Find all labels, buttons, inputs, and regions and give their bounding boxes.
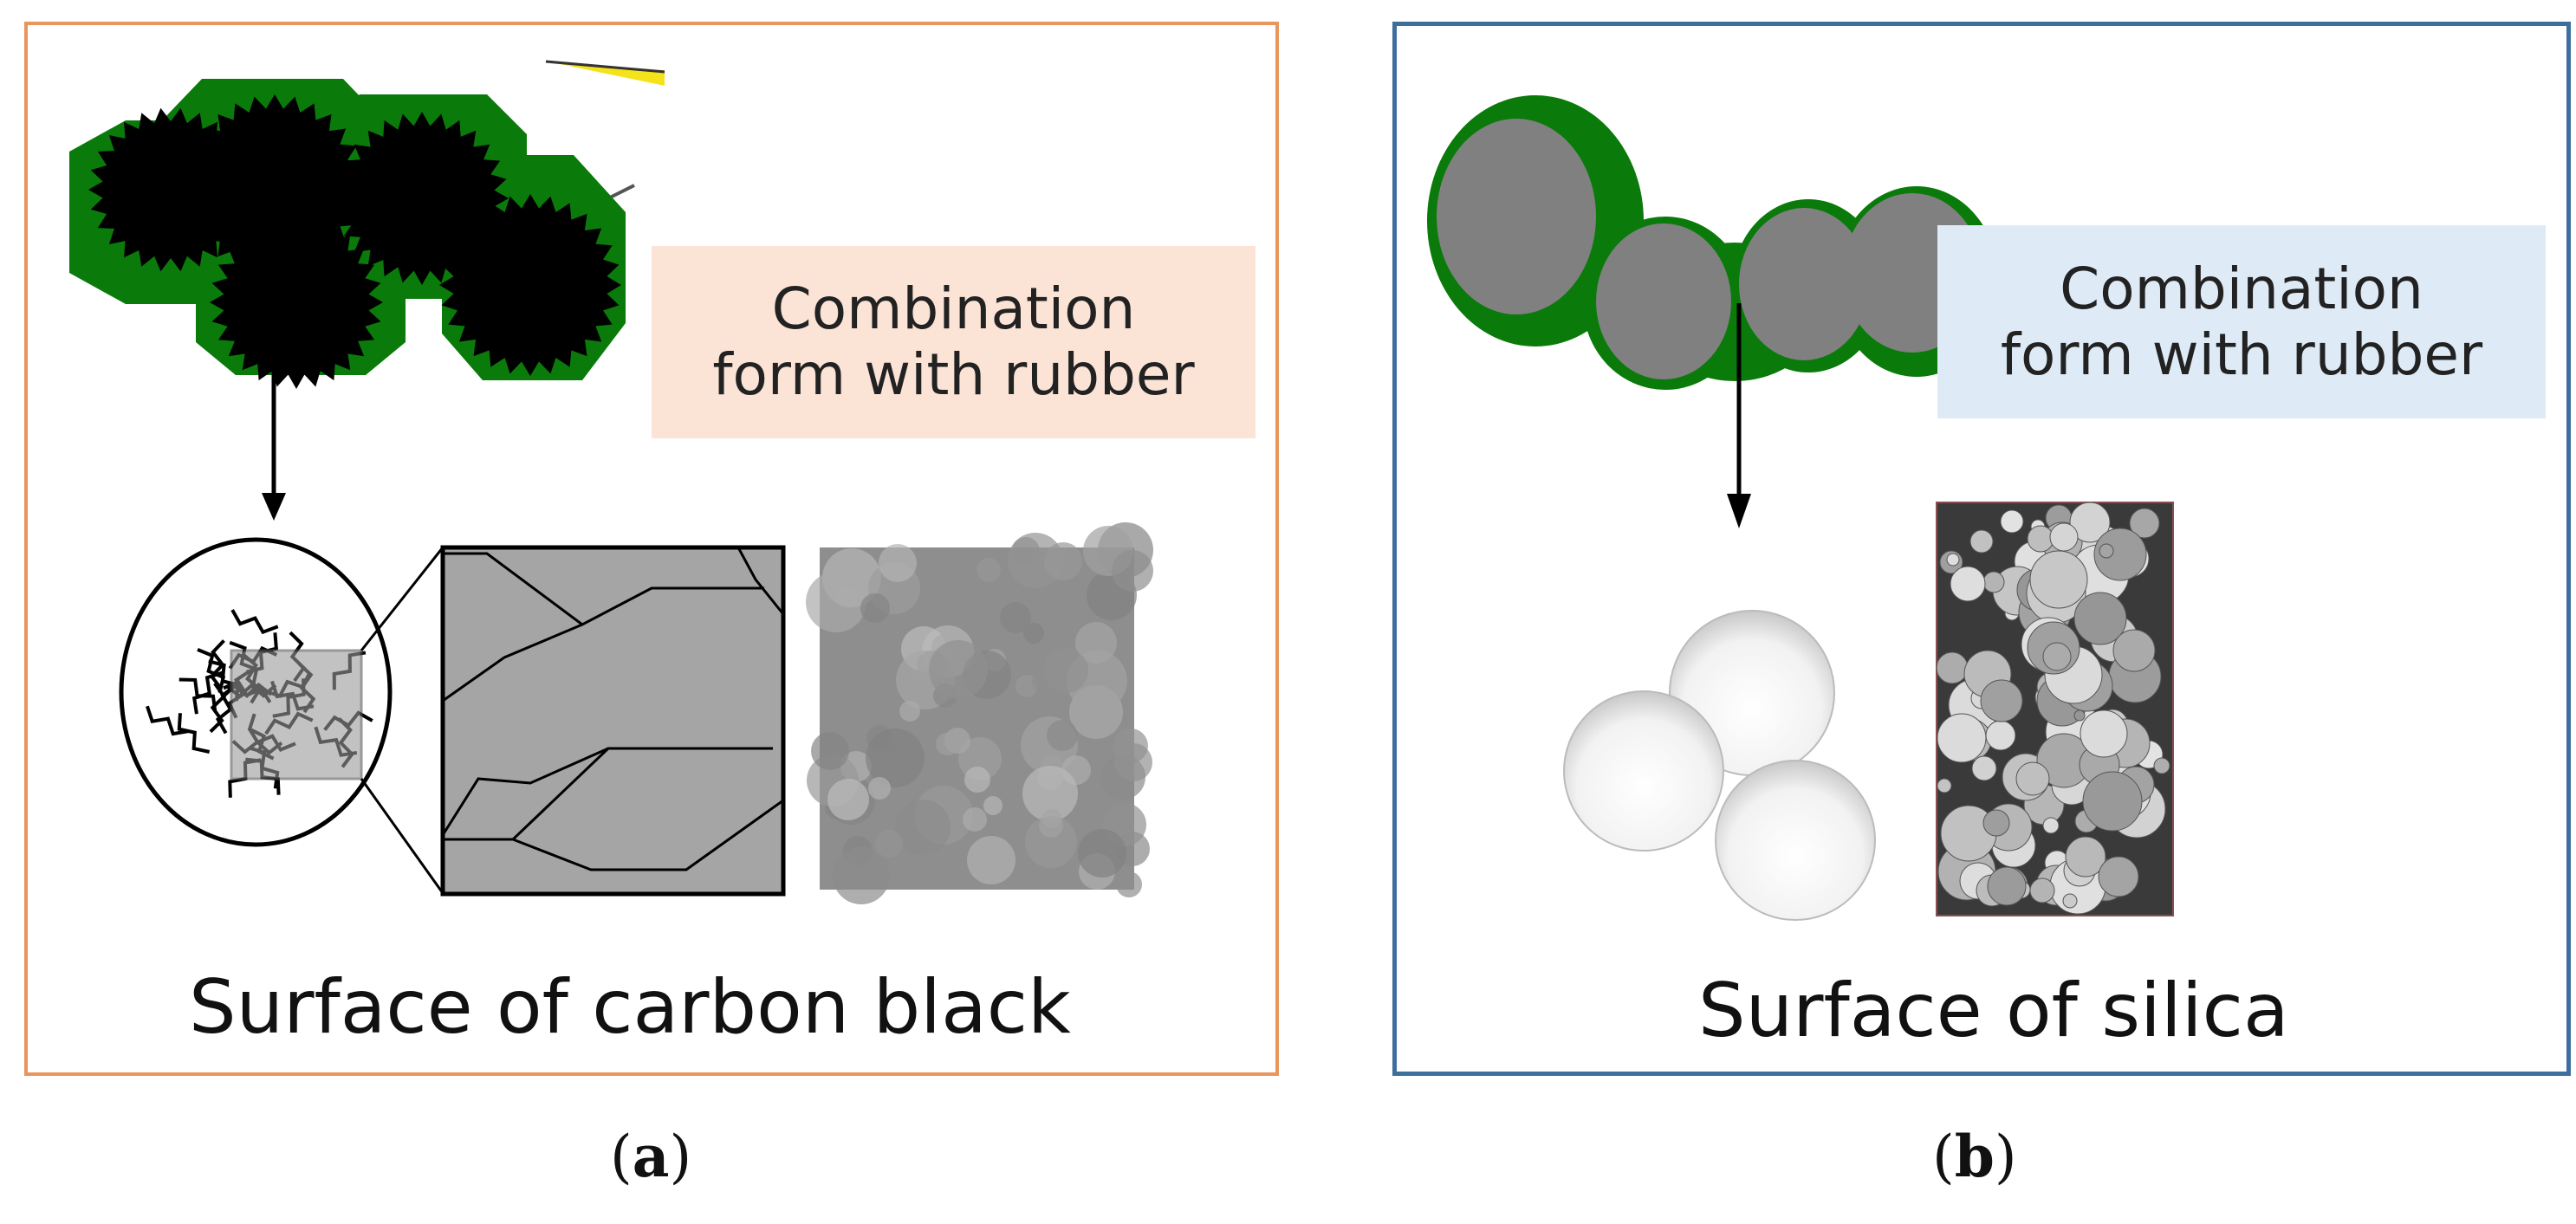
label-line-1: Combination [2060, 255, 2424, 322]
caption-a: (a) [610, 1123, 692, 1190]
silica-particles [1563, 610, 1876, 921]
graphitic-particle-sphere [119, 537, 393, 847]
carbon-black-sem-micrograph [806, 522, 1153, 904]
combination-label-box: Combination form with rubber [652, 246, 1256, 438]
panel-a-carbon-black: Combination form with rubber Surface of … [24, 22, 1279, 1076]
caption-b: (b) [1932, 1123, 2017, 1190]
label-line-2: form with rubber [712, 341, 1195, 408]
silica-aggregate [1437, 119, 1982, 379]
yellow-fragment [548, 62, 665, 86]
silica-sem-micrograph [1936, 502, 2174, 916]
carbon-black-aggregate [88, 94, 621, 389]
carbon-black-illustration [69, 60, 1153, 904]
graphite-layers-zoom [440, 545, 786, 897]
arrow-down-icon [1727, 303, 1751, 528]
arrow-down-icon [262, 320, 286, 521]
surface-title: Surface of silica [1698, 968, 2289, 1054]
silica-illustration [1427, 95, 2174, 921]
surface-title: Surface of carbon black [189, 964, 1071, 1051]
combination-label-box: Combination form with rubber [1937, 225, 2546, 418]
label-line-2: form with rubber [2000, 321, 2483, 388]
label-line-1: Combination [771, 275, 1136, 342]
panel-b-silica: Combination form with rubber Surface of … [1392, 22, 2571, 1076]
